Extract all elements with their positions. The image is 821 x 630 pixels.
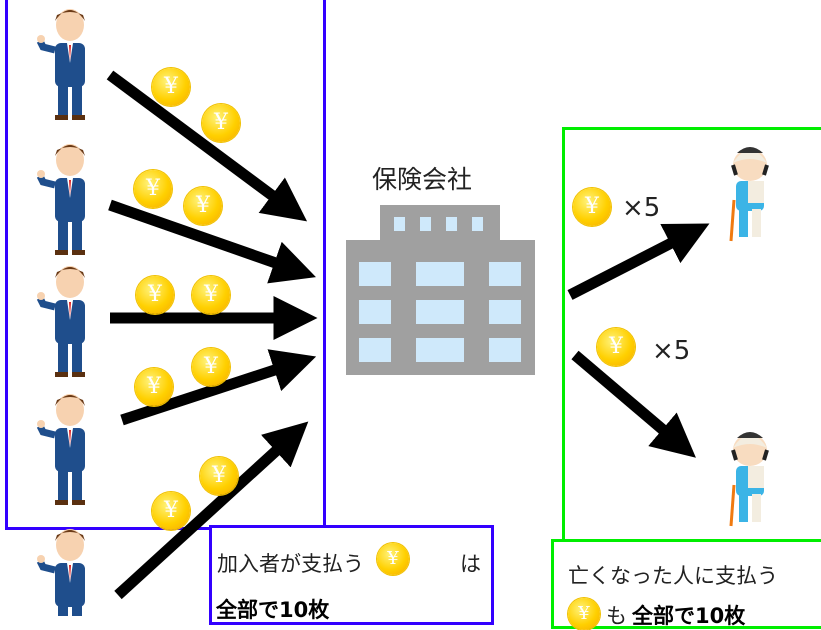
arrow-payout-2 xyxy=(571,350,696,458)
payer-caption-particle: は xyxy=(460,552,481,576)
arrow-payer-1 xyxy=(106,70,308,222)
arrow-payer-5 xyxy=(114,421,309,600)
payer-person-5 xyxy=(37,529,85,616)
insurance-company-label: 保険会社 xyxy=(372,165,473,194)
recipient-caption-text: 亡くなった人に支払う xyxy=(568,564,778,588)
payout-multiplier-2: ×5 xyxy=(652,336,691,366)
yen-coin-icon: ¥ xyxy=(377,543,409,575)
payer-person-3 xyxy=(37,266,85,377)
payer-caption-text: 加入者が支払う xyxy=(217,552,364,576)
payer-total: 全部で10枚 xyxy=(216,598,330,622)
yen-coin-icon: ¥ xyxy=(192,348,230,386)
recipient-total: 全部で10枚 xyxy=(632,604,746,628)
yen-coin-icon: ¥ xyxy=(192,276,230,314)
yen-coin-icon: ¥ xyxy=(202,104,240,142)
recipient-person-1 xyxy=(729,145,769,243)
payer-person-1 xyxy=(37,9,85,120)
yen-coin-icon: ¥ xyxy=(597,328,635,366)
yen-coin-icon: ¥ xyxy=(135,368,173,406)
yen-coin-icon: ¥ xyxy=(152,492,190,530)
payer-caption-box: 加入者が支払う ¥ は 全部で10枚 xyxy=(209,525,494,625)
yen-coin-icon: ¥ xyxy=(568,598,600,630)
payer-person-2 xyxy=(37,144,85,255)
arrow-payer-4 xyxy=(120,349,317,426)
payout-multiplier-1: ×5 xyxy=(622,193,661,223)
yen-coin-icon: ¥ xyxy=(152,68,190,106)
recipient-person-2 xyxy=(729,430,769,528)
arrow-payout-1 xyxy=(567,223,710,300)
insurance-building-icon xyxy=(346,205,535,375)
yen-coin-icon: ¥ xyxy=(184,187,222,225)
recipient-caption-particle: も xyxy=(606,604,627,628)
yen-coin-icon: ¥ xyxy=(200,457,238,495)
payer-person-4 xyxy=(37,394,85,505)
yen-coin-icon: ¥ xyxy=(134,170,172,208)
yen-coin-icon: ¥ xyxy=(136,276,174,314)
payment-arrows xyxy=(106,70,710,600)
diagram-canvas xyxy=(0,0,769,616)
yen-coin-icon: ¥ xyxy=(573,188,611,226)
arrow-payer-2 xyxy=(108,199,316,284)
